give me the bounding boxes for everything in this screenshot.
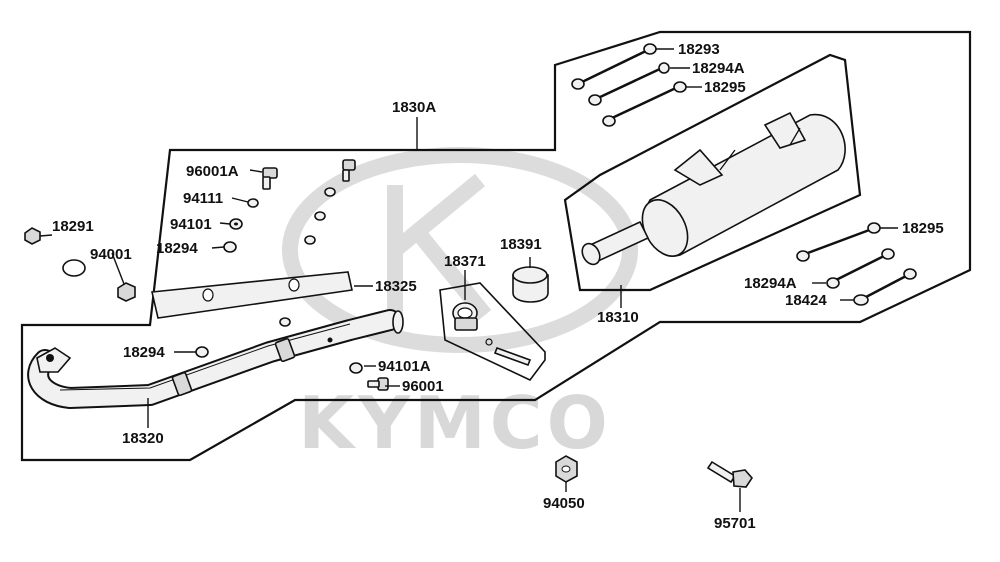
leader-lines	[39, 48, 898, 512]
label-18294A-top: 18294A	[692, 60, 745, 77]
clamp-18371	[452, 302, 532, 367]
label-94101A: 94101A	[378, 358, 431, 375]
label-18294-lower: 18294	[123, 344, 165, 361]
label-18295-right: 18295	[902, 220, 944, 237]
label-18291: 18291	[52, 218, 94, 235]
label-18320: 18320	[122, 430, 164, 447]
label-18391: 18391	[500, 236, 542, 253]
label-94101: 94101	[170, 216, 212, 233]
label-94111: 94111	[183, 190, 223, 207]
heat-shield-18325	[151, 271, 353, 319]
kymco-logo-emblem	[282, 147, 638, 353]
label-95701: 95701	[714, 515, 756, 532]
gasket-18391	[512, 266, 549, 303]
kymco-watermark-text: KYMCO	[298, 381, 612, 465]
label-18293: 18293	[678, 41, 720, 58]
kymco-watermark: KYMCO	[282, 147, 638, 465]
muffler-18310	[581, 111, 846, 266]
label-18294A-right: 18294A	[744, 275, 797, 292]
label-18310: 18310	[597, 309, 639, 326]
label-96001A: 96001A	[186, 163, 239, 180]
muffler-18310-frame	[563, 53, 862, 292]
assembly-1830A-frame	[20, 30, 972, 462]
label-96001: 96001	[402, 378, 444, 395]
label-18294-upper: 18294	[156, 240, 198, 257]
label-18295-top: 18295	[704, 79, 746, 96]
exhaust-pipe-18320	[27, 309, 404, 409]
label-18371: 18371	[444, 253, 486, 270]
bracket-18371-frame	[439, 282, 546, 382]
label-18325: 18325	[375, 278, 417, 295]
label-94050: 94050	[543, 495, 585, 512]
label-1830A: 1830A	[392, 99, 436, 116]
part-labels: 1830A 96001A 94111 94101 18294 18291 940…	[52, 41, 944, 532]
label-18424: 18424	[785, 292, 827, 309]
label-94001: 94001	[90, 246, 132, 263]
